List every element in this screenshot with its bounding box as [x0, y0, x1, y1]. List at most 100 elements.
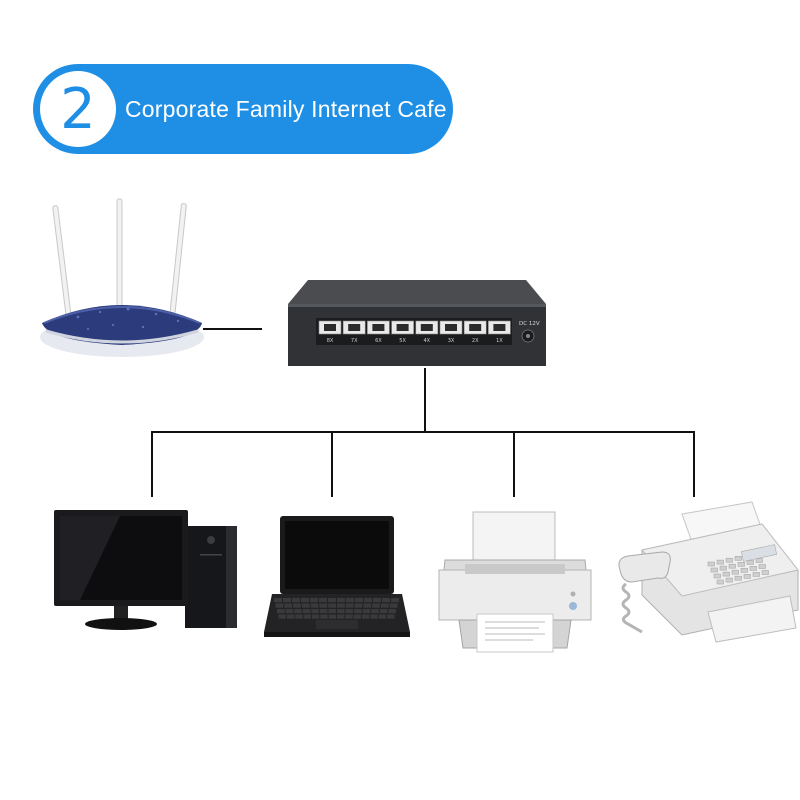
keyboard-key [391, 598, 399, 603]
keyboard-key [278, 614, 286, 619]
port-label: 1X [496, 338, 503, 344]
ethernet-port-socket [469, 324, 482, 331]
fax-keypad-button [728, 563, 736, 569]
fax-keypad-button [707, 561, 715, 567]
keyboard-key [277, 609, 285, 614]
ethernet-port-socket [372, 324, 385, 331]
keyboard-key [320, 614, 328, 619]
fax-machine-icon [618, 501, 799, 643]
fax-keypad-button [734, 575, 742, 581]
keyboard-key [372, 603, 380, 608]
keyboard-key [345, 609, 354, 614]
port-label: 5X [399, 338, 406, 344]
keyboard-key [295, 614, 303, 619]
keyboard-key [345, 614, 353, 619]
keyboard-key [286, 614, 295, 619]
port-label: 4X [423, 338, 430, 344]
keyboard-key [283, 598, 291, 603]
port-label: 6X [375, 338, 382, 344]
title-banner: 2 Corporate Family Internet Cafe [33, 64, 453, 154]
fax-keypad-button [710, 567, 718, 573]
fax-keypad-button [737, 561, 745, 567]
keyboard-key [370, 614, 378, 619]
ethernet-port-socket [445, 324, 457, 331]
keyboard-key [319, 603, 328, 608]
network-switch-icon: DC 12V 8X 7X 6X 5X 4X 3X 2X 1X [288, 280, 546, 366]
fax-keypad-button [755, 558, 763, 563]
keyboard-key [363, 603, 372, 608]
keyboard-key [362, 614, 370, 619]
keyboard-key [319, 598, 327, 603]
step-number-circle: 2 [40, 71, 116, 147]
keyboard-key [310, 598, 318, 603]
fax-keypad-button [746, 560, 754, 565]
keyboard-key [328, 603, 336, 608]
fax-keypad-button [761, 570, 769, 575]
keyboard-key [337, 603, 345, 608]
ethernet-port-socket [348, 324, 361, 331]
keyboard-key [379, 609, 388, 614]
fax-keypad-button [716, 579, 724, 585]
keyboard-key [284, 603, 293, 608]
laptop-icon [264, 516, 410, 637]
keyboard-key [362, 609, 371, 614]
fax-keypad-button [743, 574, 751, 579]
port-label: 8X [327, 338, 334, 344]
keyboard-key [353, 614, 362, 619]
keyboard-key [293, 603, 301, 608]
keyboard-key [310, 603, 319, 608]
keyboard-key [337, 609, 345, 614]
keyboard-key [382, 598, 390, 603]
banner-title: Corporate Family Internet Cafe [125, 96, 447, 122]
keyboard-key [355, 598, 363, 603]
printer-icon [438, 511, 592, 653]
keyboard-key [346, 598, 354, 603]
fax-keypad-button [713, 573, 721, 579]
fax-keypad-button [749, 566, 757, 571]
keyboard-key [302, 609, 311, 614]
port-label: 2X [472, 338, 479, 344]
fax-keypad-button [731, 569, 739, 575]
ethernet-port-socket [420, 324, 433, 331]
ethernet-port-socket [493, 324, 506, 331]
power-label: DC 12V [519, 321, 540, 327]
keyboard-key [364, 598, 372, 603]
keyboard-key [292, 598, 300, 603]
keyboard-key [371, 609, 379, 614]
desktop-computer-icon [54, 510, 237, 630]
keyboard-key [311, 609, 319, 614]
keyboard-key [275, 603, 284, 608]
port-label: 7X [351, 338, 358, 344]
keyboard-key [387, 614, 395, 619]
keyboard-key [319, 609, 328, 614]
fax-keypad-button [725, 557, 733, 563]
keyboard-key [378, 614, 387, 619]
fax-keypad-button [734, 555, 742, 561]
keyboard-key [311, 614, 320, 619]
keyboard-key [301, 603, 310, 608]
keyboard-key [294, 609, 302, 614]
keyboard-key [373, 598, 381, 603]
keyboard-key [345, 603, 354, 608]
ethernet-port-socket [396, 324, 409, 331]
router-icon [40, 198, 204, 357]
fax-keypad-button [752, 572, 760, 577]
keyboard-key [328, 598, 336, 603]
keyboard-key [301, 598, 309, 603]
keyboard-key [354, 603, 363, 608]
fax-keypad-button [740, 568, 748, 573]
keyboard-key [337, 614, 345, 619]
fax-keypad-button [725, 577, 733, 583]
fax-keypad-button [716, 559, 724, 565]
keyboard-key [380, 603, 389, 608]
keyboard-key [274, 598, 282, 603]
keyboard-key [354, 609, 362, 614]
keyboard-key [388, 609, 396, 614]
keyboard-key [328, 614, 336, 619]
port-label: 3X [448, 338, 455, 344]
keyboard-key [303, 614, 311, 619]
fax-keypad-button [758, 564, 766, 569]
fax-keypad-button [722, 571, 730, 577]
step-number: 2 [60, 77, 96, 142]
